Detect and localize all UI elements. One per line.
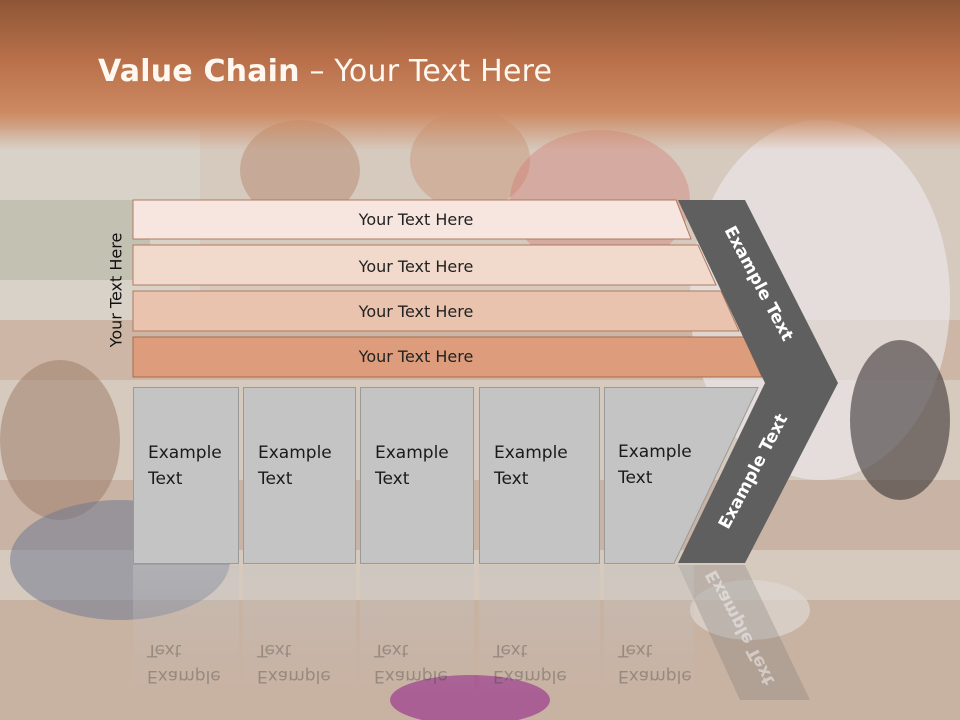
box-1: Example Text [133,387,239,564]
bar-2-label: Your Text Here [358,257,474,276]
bar-4 [132,336,763,378]
box-2: Example Text [243,387,356,564]
box-2-label: Example Text [258,443,332,489]
title-bold: Value Chain [98,54,300,89]
box-3-label: Example Text [375,443,449,489]
box-3-reflection-label: Example Text [374,640,448,686]
box-4-label: Example Text [494,443,568,489]
box-3: Example Text [360,387,474,564]
box-1-reflection-label: Example Text [147,640,221,686]
box-4-reflection: Example Text [479,565,600,695]
box-2-reflection-label: Example Text [257,640,331,686]
slide-title: Value Chain – Your Text Here [98,54,552,89]
box-1-label: Example Text [148,443,222,489]
bar-2 [132,244,717,286]
bar-3-label: Your Text Here [358,302,474,321]
box-5 [604,387,759,564]
box-4-reflection-label: Example Text [493,640,567,686]
box-4: Example Text [479,387,600,564]
box-5-reflection-label: Example Text [618,640,692,686]
box-1-reflection: Example Text [133,565,239,695]
bar-3 [132,290,740,332]
bar-4-label: Your Text Here [358,347,474,366]
chevron-reflection [678,565,810,700]
chevron-upper [678,200,838,383]
chevron-lower [678,383,838,563]
box-5-reflection: Example Text [604,565,694,695]
box-5-label: Example Text [618,442,692,488]
box-2-reflection: Example Text [243,565,356,695]
title-band [0,0,960,150]
title-rest: – Your Text Here [299,54,553,89]
bar-1 [132,199,692,240]
box-3-reflection: Example Text [360,565,474,695]
bar-1-label: Your Text Here [358,210,474,229]
